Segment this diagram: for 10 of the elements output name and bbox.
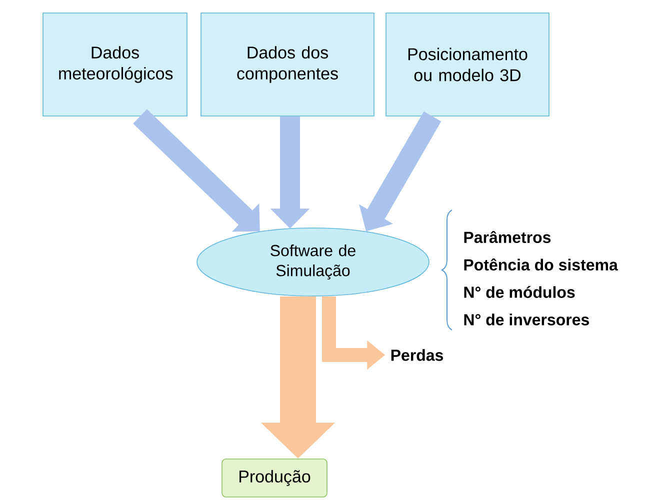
parameter-text: Parâmetros xyxy=(464,230,551,244)
input-box: Posicionamento ou modelo 3D xyxy=(386,12,550,116)
input-box: Dados dos componentes xyxy=(200,12,374,116)
input-box: Dados meteorológicos xyxy=(42,12,188,116)
block-arrow xyxy=(133,109,260,232)
parameter-text: Potência do sistema xyxy=(464,258,618,271)
parameter-text: N° de inversores xyxy=(464,314,589,326)
parameter-text: N° de módulos xyxy=(464,286,575,298)
result-box: Produção xyxy=(222,458,328,498)
output-label: Perdas xyxy=(391,349,444,361)
